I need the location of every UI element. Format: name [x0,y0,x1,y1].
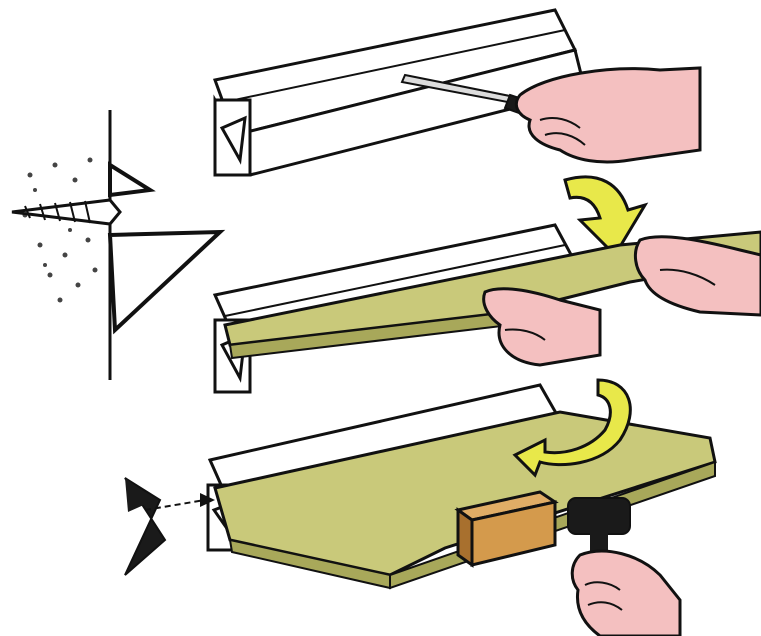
panel-2-slide-shelf [215,225,761,392]
rail-1-profile [215,100,250,175]
hand-icon [572,551,680,636]
screw-icon [12,200,120,224]
hand-icon [516,68,700,162]
panel-3-tap-shelf [208,380,715,636]
clip-attached-inset [125,478,215,575]
hand-icon [484,289,600,365]
screw-into-wall-inset [12,110,220,380]
panel-1-cut-rail [215,10,700,175]
